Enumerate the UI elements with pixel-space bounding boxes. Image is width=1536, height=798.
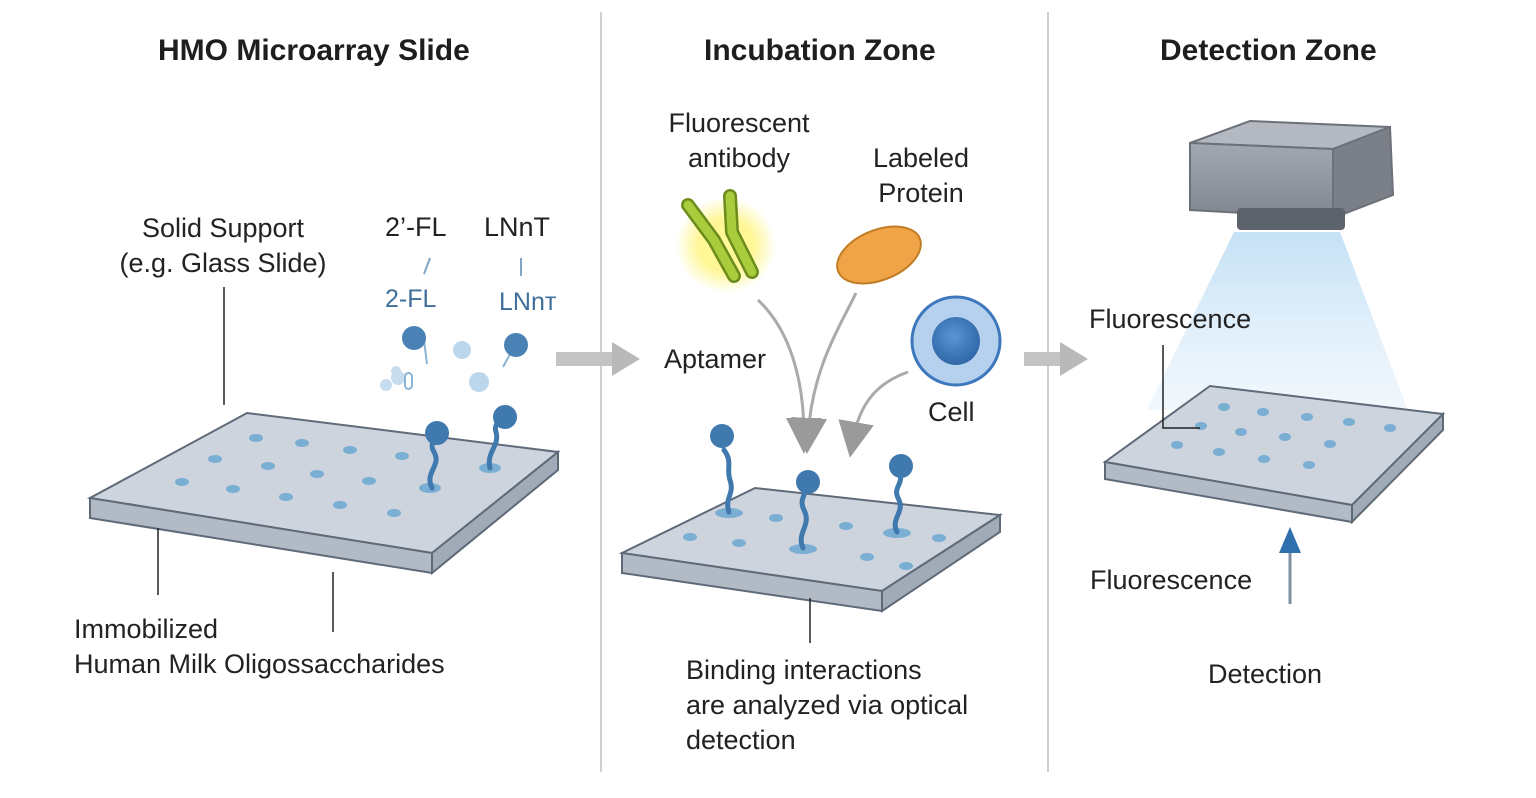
binding-label-line1: Binding interactions [686,655,922,685]
solid-support-label: Solid Support (e.g. Glass Slide) [110,211,336,281]
antibody-label-line2: antibody [687,143,791,173]
protein-label-line2: Protein [878,178,964,208]
solid-support-label-line1: Solid Support [141,213,305,243]
immobilized-label-line1: Immobilized [74,614,219,644]
light-beam [1147,232,1408,410]
fluorescent-antibody-label: Fluorescent antibody [654,106,824,176]
hmo-label-connectors [423,257,522,276]
cell-label: Cell [928,397,975,427]
transition-arrow-2 [1024,342,1088,376]
detection-slide [1102,384,1446,525]
fluorescence-label-top: Fluorescence [1089,304,1252,334]
immobilized-label-line2: Human Milk Oligossaccharides [74,649,445,679]
aptamer-probe-3 [889,454,913,535]
protein-label-line1: Labeled [872,143,970,173]
aptamer-probe-2 [796,470,820,551]
immobilized-probe-2 [486,405,517,471]
solid-support-label-line2: (e.g. Glass Slide) [119,248,327,278]
aptamer-label: Aptamer [664,344,767,374]
microarray-slide [86,411,561,576]
hmo-label-2fl: 2’-FL [385,212,447,242]
binding-description: Binding interactions are analyzed via op… [686,653,968,758]
panel-title-detection: Detection Zone [1160,34,1377,67]
detection-spots [1171,403,1396,469]
fluorescence-label-bottom: Fluorescence [1090,565,1253,595]
hmo-sublabel-lnnt: LNnт [499,288,557,316]
hmo-sublabel-2fl: 2-FL [385,285,437,313]
binding-label-line3: detection [686,725,796,755]
fluorescence-leader-line [1162,345,1200,429]
panel-title-incubation: Incubation Zone [704,34,936,67]
hmo-label-lnnt: LNnT [484,212,551,242]
free-hmo-molecules [380,326,528,392]
panel-title-microarray: HMO Microarray Slide [158,34,470,67]
labeled-protein-label: Labeled Protein [856,141,986,211]
incubation-spots [683,508,946,570]
aptamer-probe-1 [710,424,734,515]
antibody-label-line1: Fluorescent [668,108,810,138]
detection-arrow-icon [1279,527,1301,604]
binding-label-line2: are analyzed via optical [686,690,969,720]
detection-label: Detection [1208,659,1323,689]
cell-icon [910,295,1002,387]
binding-arrows [756,292,909,458]
fluorescent-antibody-icon [676,189,776,293]
panel1-leader-lines [157,287,334,632]
labeled-protein-icon [836,225,922,285]
camera-icon [1189,119,1395,230]
immobilized-hmo-label: Immobilized Human Milk Oligossaccharides [74,612,445,682]
immobilized-probe-1 [425,421,449,491]
transition-arrow-1 [556,342,640,376]
slide-spots [175,434,501,517]
